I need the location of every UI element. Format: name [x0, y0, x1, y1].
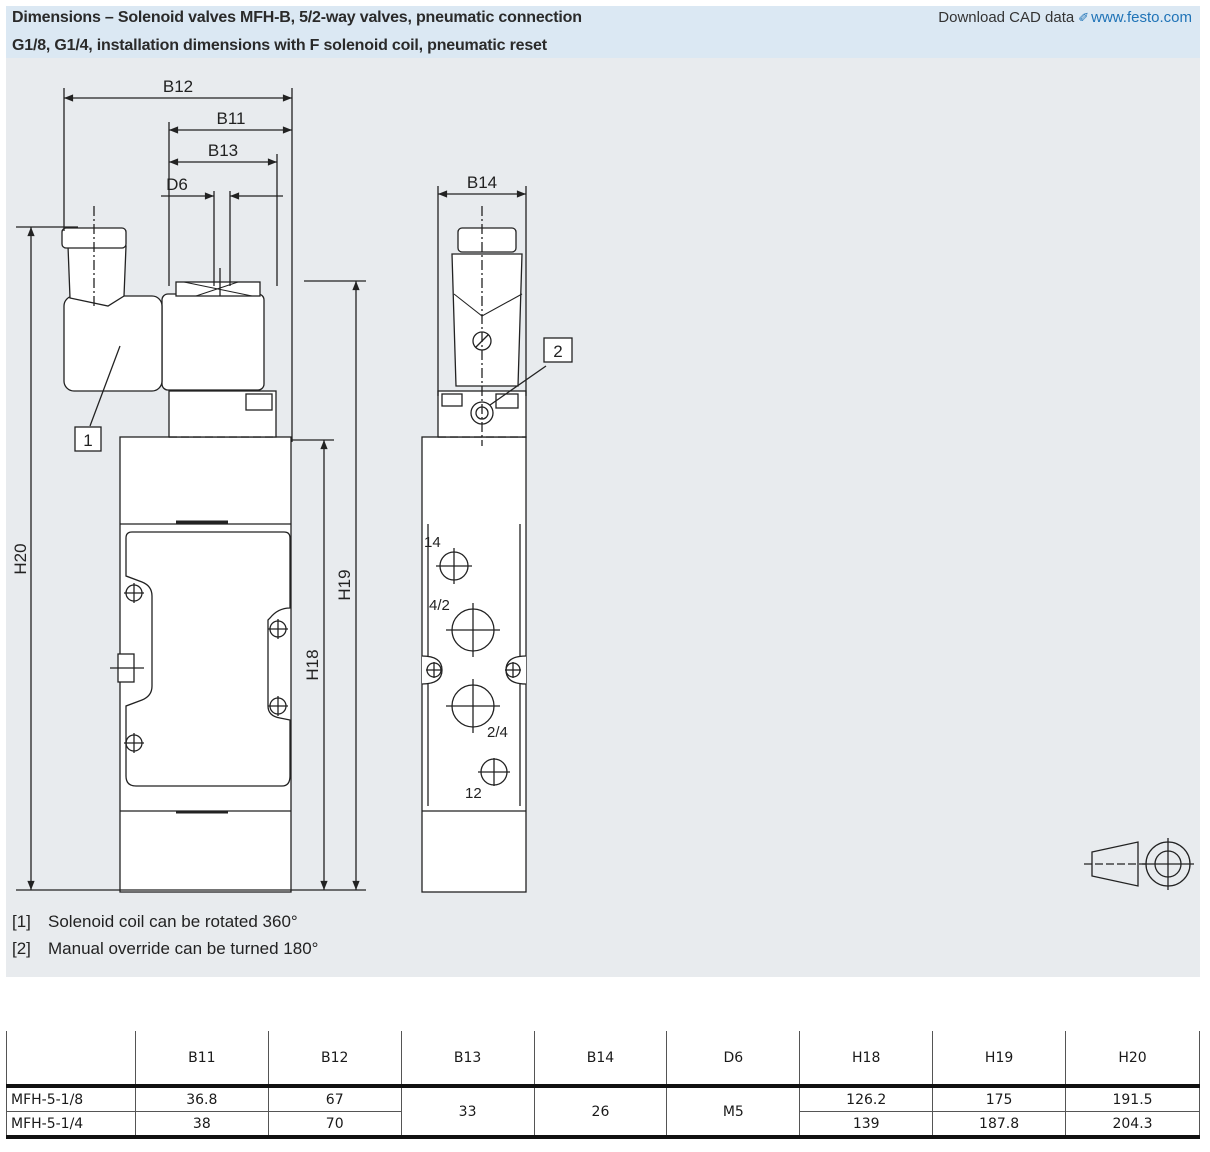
- page-title-line-1: Dimensions – Solenoid valves MFH-B, 5/2-…: [12, 9, 582, 26]
- cad-link[interactable]: www.festo.com: [1091, 9, 1192, 26]
- cad-label: Download CAD data: [938, 9, 1075, 26]
- cell-h18: 139: [799, 1111, 933, 1139]
- header-cell-h18: H18: [799, 1031, 933, 1088]
- header-cell-h19: H19: [932, 1031, 1066, 1088]
- callout-1: 1: [83, 431, 92, 450]
- cell-h19: 187.8: [932, 1111, 1066, 1139]
- dim-label-b11: B11: [217, 109, 246, 128]
- first-angle-projection-icon: [1084, 838, 1194, 890]
- dim-label-h19: H19: [335, 569, 354, 600]
- cell-h20: 191.5: [1065, 1086, 1200, 1112]
- cell-b11: 38: [134, 1111, 269, 1139]
- port-label-2-4: 2/4: [487, 724, 508, 741]
- callout-2: 2: [553, 342, 562, 361]
- dim-label-b12: B12: [163, 77, 193, 96]
- header-cell-b13: B13: [400, 1031, 535, 1088]
- header-cell-b14: B14: [533, 1031, 667, 1088]
- header-bar: Dimensions – Solenoid valves MFH-B, 5/2-…: [6, 6, 1200, 58]
- row-name: MFH-5-1/4: [6, 1111, 136, 1139]
- header-cell-empty: [6, 1031, 136, 1088]
- header-cell-d6: D6: [666, 1031, 800, 1088]
- dim-label-b14: B14: [467, 173, 497, 192]
- dim-label-d6: D6: [166, 175, 188, 194]
- note-1: [1] Solenoid coil can be rotated 360°: [12, 912, 298, 932]
- header-cell-h20: H20: [1065, 1031, 1200, 1088]
- note-1-text: Solenoid coil can be rotated 360°: [48, 912, 298, 931]
- cell-b13: 33: [400, 1086, 535, 1139]
- table-row: MFH-5-1/8 36.8 67 33 26 M5 126.2 175 191…: [6, 1086, 1200, 1139]
- page-title-line-2: G1/8, G1/4, installation dimensions with…: [12, 37, 547, 54]
- cell-b11: 36.8: [134, 1086, 269, 1112]
- cell-d6: M5: [666, 1086, 800, 1139]
- side-view: [421, 186, 573, 893]
- note-2-text: Manual override can be turned 180°: [48, 939, 319, 958]
- note-2-number: [2]: [12, 939, 31, 958]
- port-label-12: 12: [465, 785, 482, 802]
- cell-h19: 175: [932, 1086, 1066, 1112]
- dimensions-table: B11 B12 B13 B14 D6 H18 H19 H20 MFH-5-1/8…: [6, 1031, 1200, 1139]
- port-label-14: 14: [424, 534, 441, 551]
- note-2: [2] Manual override can be turned 180°: [12, 939, 318, 959]
- dim-label-h20: H20: [11, 543, 30, 574]
- cad-download: Download CAD data✐www.festo.com: [938, 9, 1192, 26]
- cell-b12: 70: [267, 1111, 402, 1139]
- header-cell-b11: B11: [134, 1031, 269, 1088]
- dim-label-b13: B13: [208, 141, 238, 160]
- port-label-4-2: 4/2: [429, 597, 450, 614]
- front-view: [16, 88, 366, 893]
- drawing-panel: Dimensions – Solenoid valves MFH-B, 5/2-…: [6, 6, 1200, 977]
- note-1-number: [1]: [12, 912, 31, 931]
- cell-h20: 204.3: [1065, 1111, 1200, 1139]
- cell-b12: 67: [267, 1086, 402, 1112]
- cell-h18: 126.2: [799, 1086, 933, 1112]
- cell-b14: 26: [533, 1086, 667, 1139]
- technical-drawing: B12 B11 B13 D6 B14 H20 H19 H18 1 2 14 4/…: [11, 77, 1194, 893]
- header-cell-b12: B12: [267, 1031, 402, 1088]
- row-name: MFH-5-1/8: [6, 1086, 136, 1112]
- table-header-row: B11 B12 B13 B14 D6 H18 H19 H20: [6, 1031, 1200, 1088]
- table-row: MFH-5-1/4 38 70 139 187.8 204.3: [6, 1111, 1200, 1139]
- link-icon: ✐: [1078, 10, 1090, 25]
- dim-label-h18: H18: [303, 649, 322, 680]
